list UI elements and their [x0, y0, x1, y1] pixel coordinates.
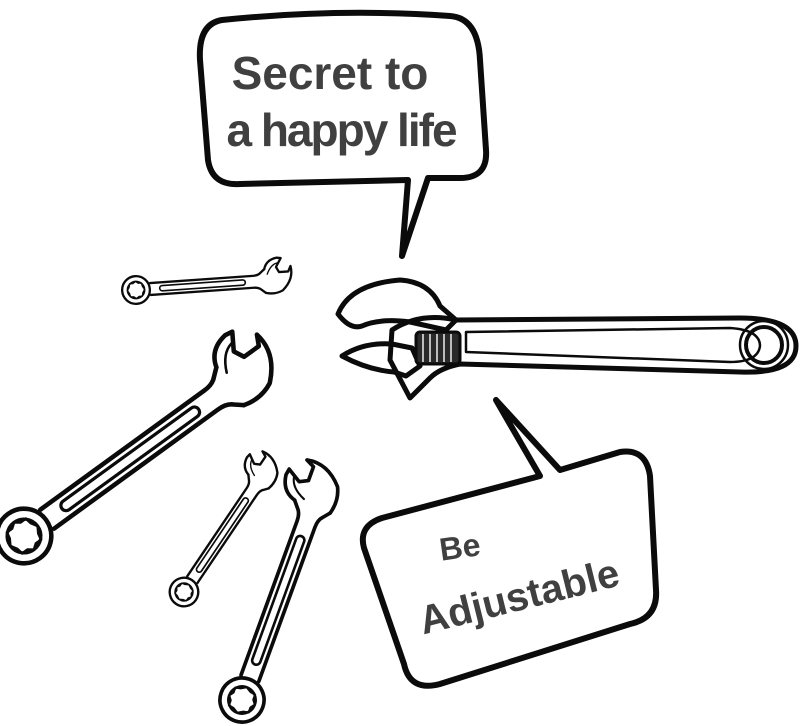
top-bubble-line-2: a happy life [226, 104, 456, 156]
combination-wrench-small-top [119, 255, 294, 306]
bottom-bubble-line-1: Be [437, 526, 483, 567]
combination-wrench-small-middle [155, 444, 288, 614]
combination-wrench-long-left [0, 319, 289, 574]
adjustable-wrench [335, 277, 799, 401]
top-speech-bubble: Secret to a happy life [196, 9, 490, 259]
bottom-speech-bubble: Be Adjustable [359, 397, 660, 689]
top-bubble-line-1: Secret to [232, 47, 429, 99]
combination-wrench-long-bottom [199, 452, 350, 726]
